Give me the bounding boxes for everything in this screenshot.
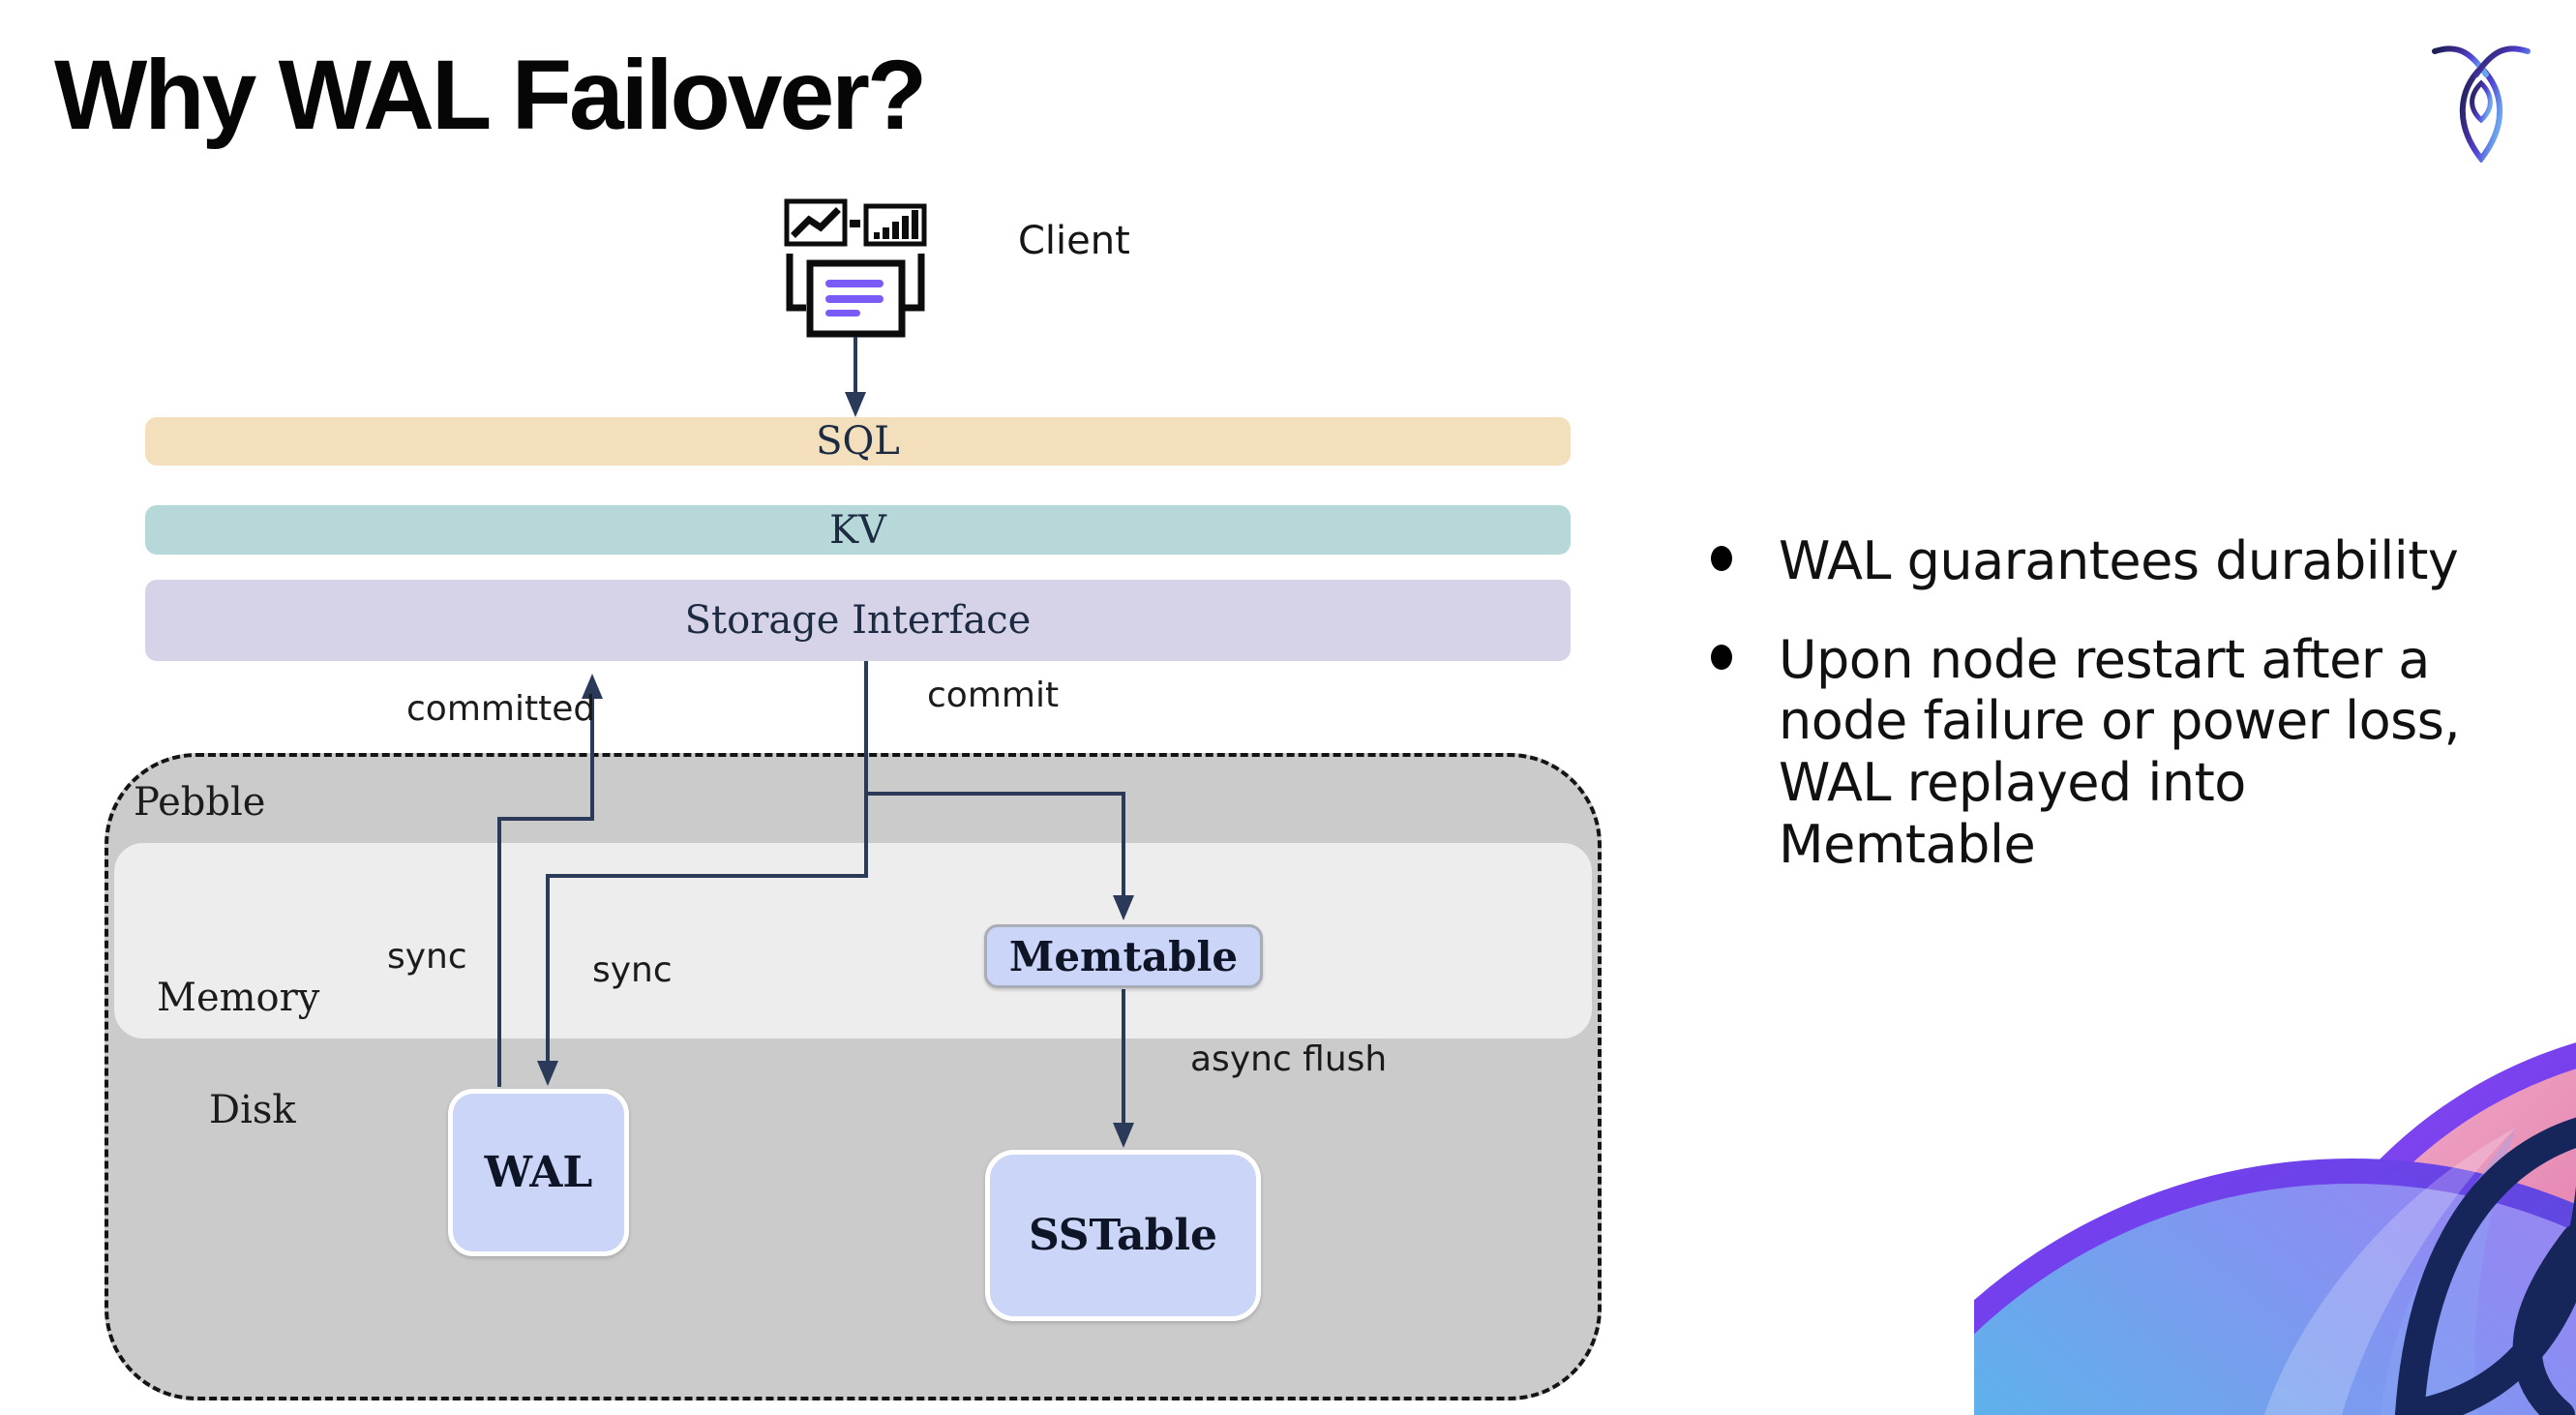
sstable-label: SSTable bbox=[1028, 1211, 1218, 1260]
layer-bar-sql: SQL bbox=[145, 417, 1571, 466]
arrowhead-committed-up bbox=[582, 674, 603, 699]
bullet-text: Upon node restart after a node failure o… bbox=[1779, 628, 2461, 875]
disk-label: Disk bbox=[209, 1088, 296, 1132]
bullet-dot bbox=[1711, 644, 1732, 670]
layer-bar-kv: KV bbox=[145, 505, 1571, 555]
memtable-node: Memtable bbox=[984, 924, 1263, 988]
wal-node: WAL bbox=[448, 1089, 629, 1256]
edge-label-sync-right: sync bbox=[592, 950, 673, 990]
bullet-dot bbox=[1711, 546, 1732, 571]
arrowhead-client-to-sql bbox=[845, 392, 866, 417]
memtable-label: Memtable bbox=[1008, 932, 1239, 980]
page-title: Why WAL Failover? bbox=[54, 40, 927, 150]
edge-label-async-flush: async flush bbox=[1190, 1039, 1388, 1079]
arrowhead-commit-to-wal bbox=[537, 1061, 558, 1086]
client-label: Client bbox=[1018, 219, 1130, 263]
layer-label-kv: KV bbox=[829, 507, 886, 553]
edge-label-commit: commit bbox=[927, 676, 1060, 715]
bullet-item: WAL guarantees durability bbox=[1711, 530, 2514, 592]
arrowhead-flush-to-sstable bbox=[1113, 1123, 1134, 1148]
cockroachdb-corner-art bbox=[1974, 1042, 2576, 1415]
memory-label: Memory bbox=[157, 976, 320, 1020]
bullet-text: WAL guarantees durability bbox=[1779, 530, 2459, 591]
arrowhead-commit-to-memtable bbox=[1113, 895, 1134, 920]
layer-label-sql: SQL bbox=[816, 419, 900, 464]
layer-label-storage-interface: Storage Interface bbox=[684, 598, 1032, 643]
bullet-item: Upon node restart after a node failure o… bbox=[1711, 629, 2514, 876]
pebble-label: Pebble bbox=[134, 780, 266, 825]
sstable-node: SSTable bbox=[985, 1150, 1261, 1321]
bullet-list: WAL guarantees durability Upon node rest… bbox=[1711, 530, 2514, 913]
cockroachdb-logo-icon bbox=[2432, 45, 2531, 163]
wal-label: WAL bbox=[484, 1148, 593, 1197]
edge-label-sync-left: sync bbox=[387, 937, 467, 977]
edge-label-committed: committed bbox=[406, 689, 596, 729]
client-icon bbox=[784, 198, 927, 338]
layer-bar-storage-interface: Storage Interface bbox=[145, 580, 1571, 661]
